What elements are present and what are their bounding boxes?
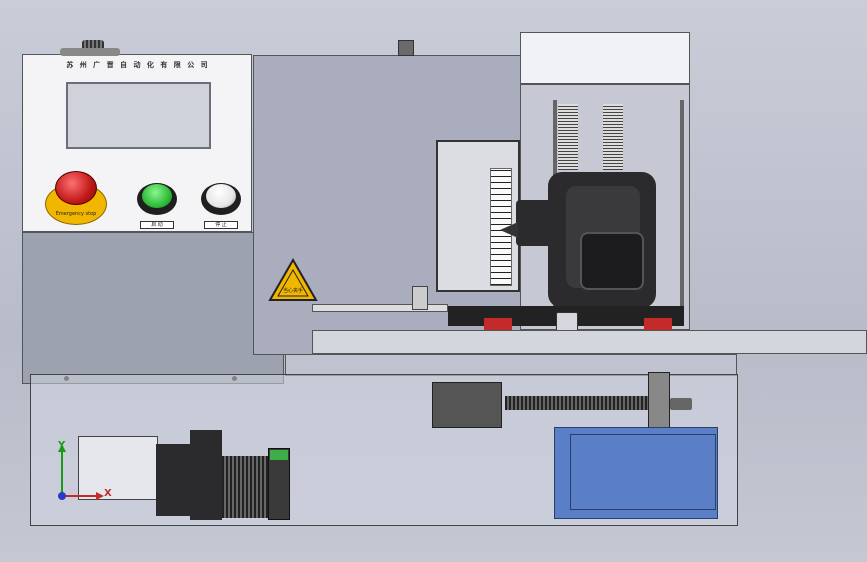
cable-chain-right [603,104,623,170]
red-block-left [484,318,512,330]
emergency-stop-button[interactable]: Emergency stop [45,171,107,227]
top-connector [398,40,414,56]
y-axis-label: Y [58,440,66,451]
motor-gear [580,232,644,290]
clamp-post [412,286,428,310]
stop-button-label: 停 止 [204,221,238,229]
control-panel: 苏 州 广 晋 自 动 化 有 限 公 司 Emergency stop 启 动… [22,54,252,232]
start-button-label: 启 动 [140,221,174,229]
power-supply [78,436,158,500]
coupling [432,382,502,428]
relay-module [268,448,290,520]
emergency-mushroom-icon [55,171,97,205]
servo-driver-plate [554,427,718,519]
upper-cover [520,32,690,84]
company-name: 苏 州 广 晋 自 动 化 有 限 公 司 [66,61,210,69]
spindle-head [516,200,552,246]
nut-block [648,372,670,434]
screw-end [670,398,692,410]
red-block-right [644,318,672,330]
cable-chain-left [558,104,578,170]
start-button[interactable] [137,181,177,217]
warning-label: 当心夹手 [282,288,303,294]
emergency-stop-label: Emergency stop [55,211,97,217]
stop-button-cap [206,184,236,208]
pinch-warning-icon [268,258,318,301]
axis-triad-icon [58,444,104,500]
control-cabinet-lower [22,232,284,384]
x-axis-label: X [104,488,112,499]
plate-inner [570,434,716,510]
clamp-bar [312,304,448,312]
blade-tip-icon [500,222,518,238]
start-button-cap [142,184,172,208]
work-table [312,330,867,354]
lead-screw [505,396,650,410]
relay-led [270,450,288,460]
plc-module [156,444,192,516]
terminal-block [222,456,270,518]
top-knob-base [60,48,120,56]
display-screen [66,82,211,149]
stop-button[interactable] [201,181,241,217]
driver-module [190,430,222,520]
rail-right [680,100,684,320]
